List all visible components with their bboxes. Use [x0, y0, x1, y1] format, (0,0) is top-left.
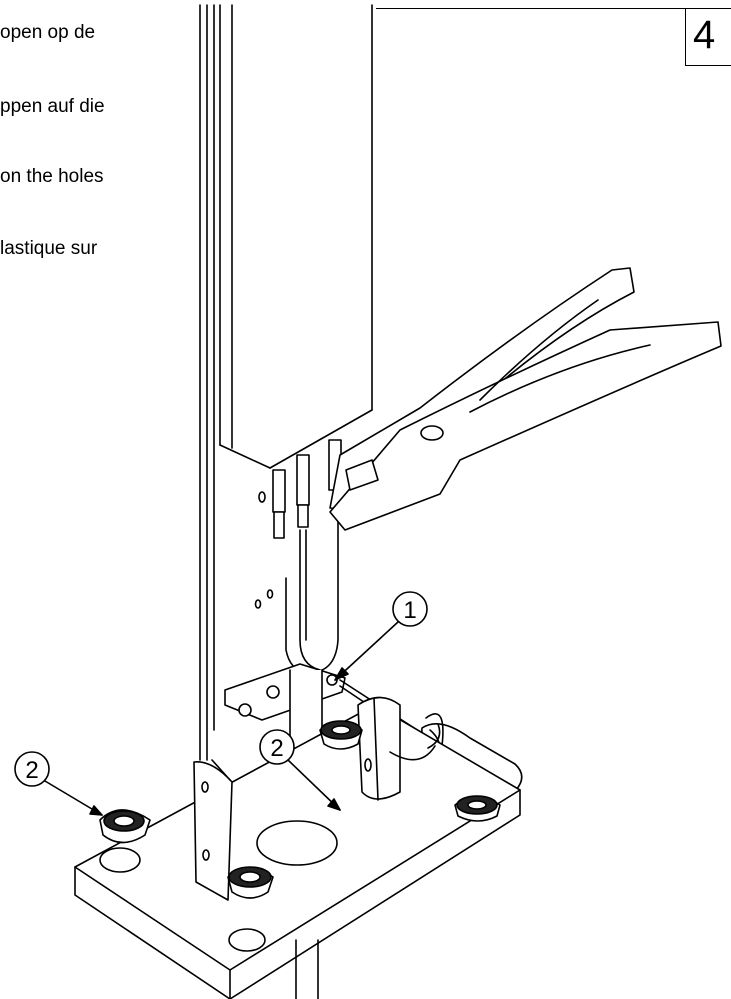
pliers — [329, 267, 722, 531]
callout-2-center-label: 2 — [270, 735, 283, 762]
instruction-line-english: on the holes — [0, 166, 104, 187]
plastic-caps — [99, 720, 501, 899]
plastic-cap — [99, 809, 151, 844]
callout-2-left: 2 — [14, 751, 103, 816]
plastic-cap — [227, 866, 274, 899]
header-rule — [376, 8, 731, 9]
page-number-box — [685, 8, 731, 66]
instruction-line-german: ppen auf die — [0, 96, 105, 117]
callout-1-label: 1 — [403, 597, 416, 624]
left-bracket — [193, 759, 233, 901]
right-bracket — [357, 696, 401, 801]
rotation-arrow-icon — [389, 723, 441, 761]
callout-2-center: 2 — [259, 729, 341, 811]
plastic-cap — [454, 795, 501, 822]
vertical-column — [199, 4, 373, 761]
housing-block — [219, 4, 373, 469]
instruction-line-french: lastique sur — [0, 238, 98, 259]
page-number: 4 — [693, 13, 716, 57]
callout-1: 1 — [334, 591, 428, 681]
rivet-strip — [224, 663, 346, 721]
callout-2-left-label: 2 — [25, 757, 38, 784]
wire-ferrules — [254, 439, 342, 673]
instruction-line-dutch: open op de — [0, 22, 96, 43]
plastic-cap — [319, 720, 363, 750]
